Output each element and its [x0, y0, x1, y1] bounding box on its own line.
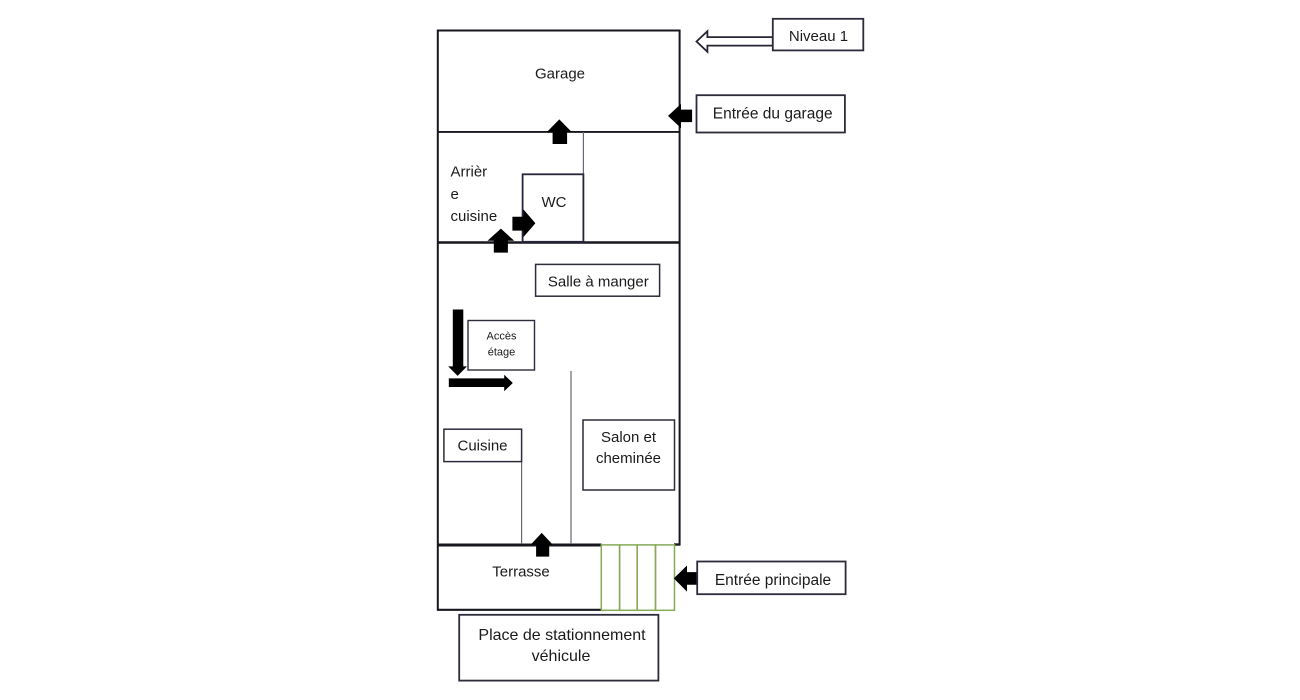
svg-text:Cuisine: Cuisine: [457, 438, 507, 455]
svg-text:Place de stationnement: Place de stationnement: [478, 627, 646, 644]
svg-text:étage: étage: [488, 347, 516, 359]
svg-text:Niveau 1: Niveau 1: [789, 28, 848, 45]
svg-text:Salon et: Salon et: [601, 429, 657, 446]
svg-text:Accès: Accès: [487, 331, 517, 343]
svg-text:véhicule: véhicule: [532, 648, 591, 665]
svg-text:cuisine: cuisine: [451, 208, 498, 225]
svg-text:e: e: [451, 186, 459, 203]
svg-text:Terrasse: Terrasse: [492, 564, 550, 581]
svg-text:Entrée du garage: Entrée du garage: [713, 106, 833, 123]
svg-text:WC: WC: [542, 194, 567, 211]
svg-text:Arrièr: Arrièr: [451, 163, 488, 180]
svg-text:Garage: Garage: [535, 66, 585, 83]
svg-text:Entrée principale: Entrée principale: [715, 572, 831, 589]
svg-text:Salle à manger: Salle à manger: [548, 273, 649, 290]
svg-text:cheminée: cheminée: [596, 450, 661, 467]
